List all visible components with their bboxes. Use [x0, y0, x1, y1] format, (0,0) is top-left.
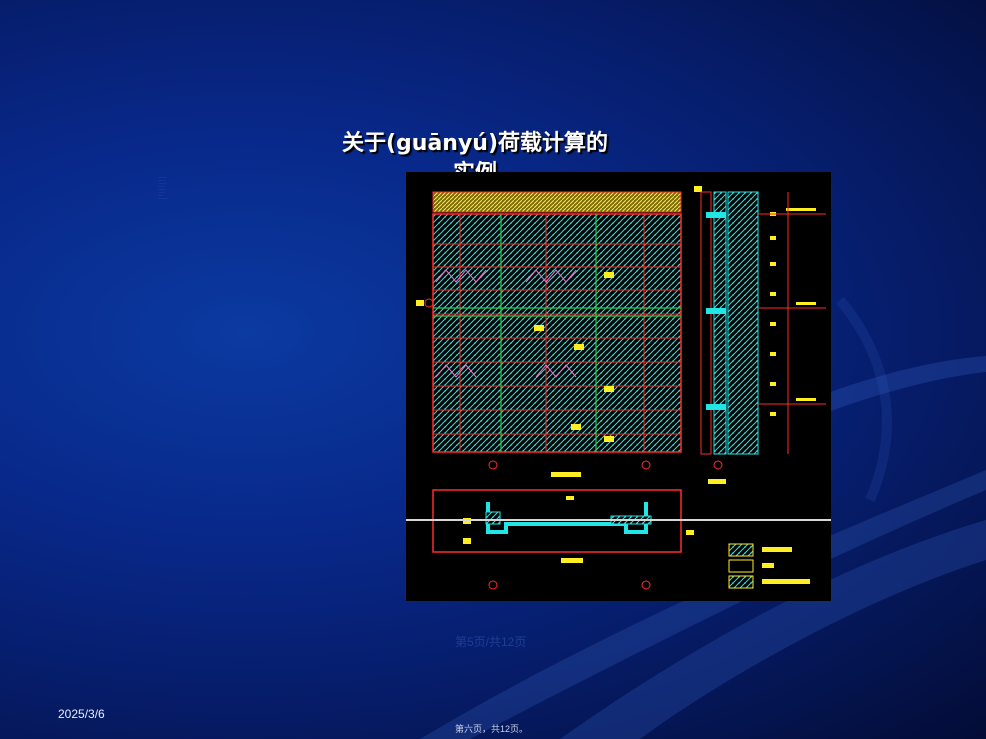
note-line: ·····	[158, 193, 163, 197]
note-line: ·········	[158, 181, 167, 185]
note-line: ······	[158, 184, 164, 188]
note-line: ·······	[158, 190, 165, 194]
page-indicator: 第5页/共12页	[455, 635, 527, 649]
divider-line	[406, 519, 831, 521]
cad-drawing	[416, 186, 826, 590]
slide-date: 2025/3/6	[58, 707, 105, 721]
tiny-notes: ········· ······· ········· ······ ·····…	[158, 176, 198, 200]
slide-title-line2: 实例	[452, 161, 497, 174]
note-line: ·········	[158, 175, 167, 179]
slide-title-line1: 关于(guānyú)荷载计算的	[341, 131, 609, 156]
note-line: ··········	[158, 196, 168, 200]
note-line: ········	[158, 187, 166, 191]
footer-page-text: 第六页，共12页。	[455, 724, 529, 734]
note-line: ·······	[158, 178, 165, 182]
slide-title: 关于(guānyú)荷载计算的 实例	[300, 128, 650, 174]
cad-drawing-image	[406, 172, 831, 601]
